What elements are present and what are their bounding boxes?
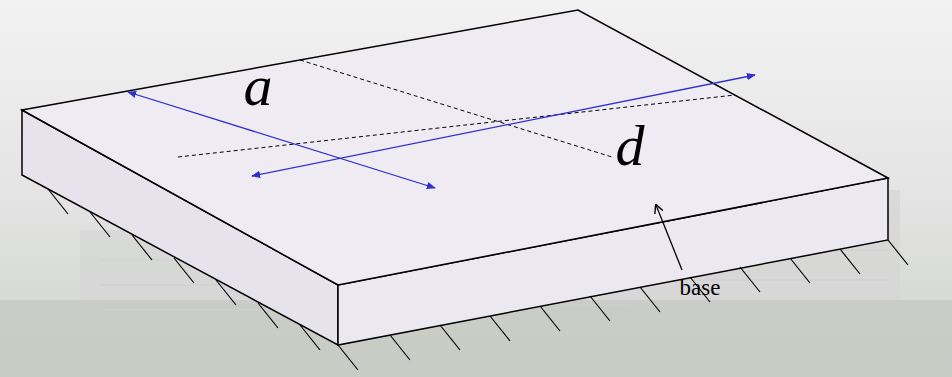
leader-line	[656, 205, 682, 270]
part-label: base	[680, 276, 721, 299]
dimension-arrow-a	[128, 92, 435, 188]
support-hatching	[48, 189, 908, 370]
dimension-label: d	[616, 117, 645, 175]
dimension-arrow-d	[252, 75, 755, 176]
dimension-label: a	[244, 57, 273, 115]
slab-top-face	[22, 10, 888, 285]
